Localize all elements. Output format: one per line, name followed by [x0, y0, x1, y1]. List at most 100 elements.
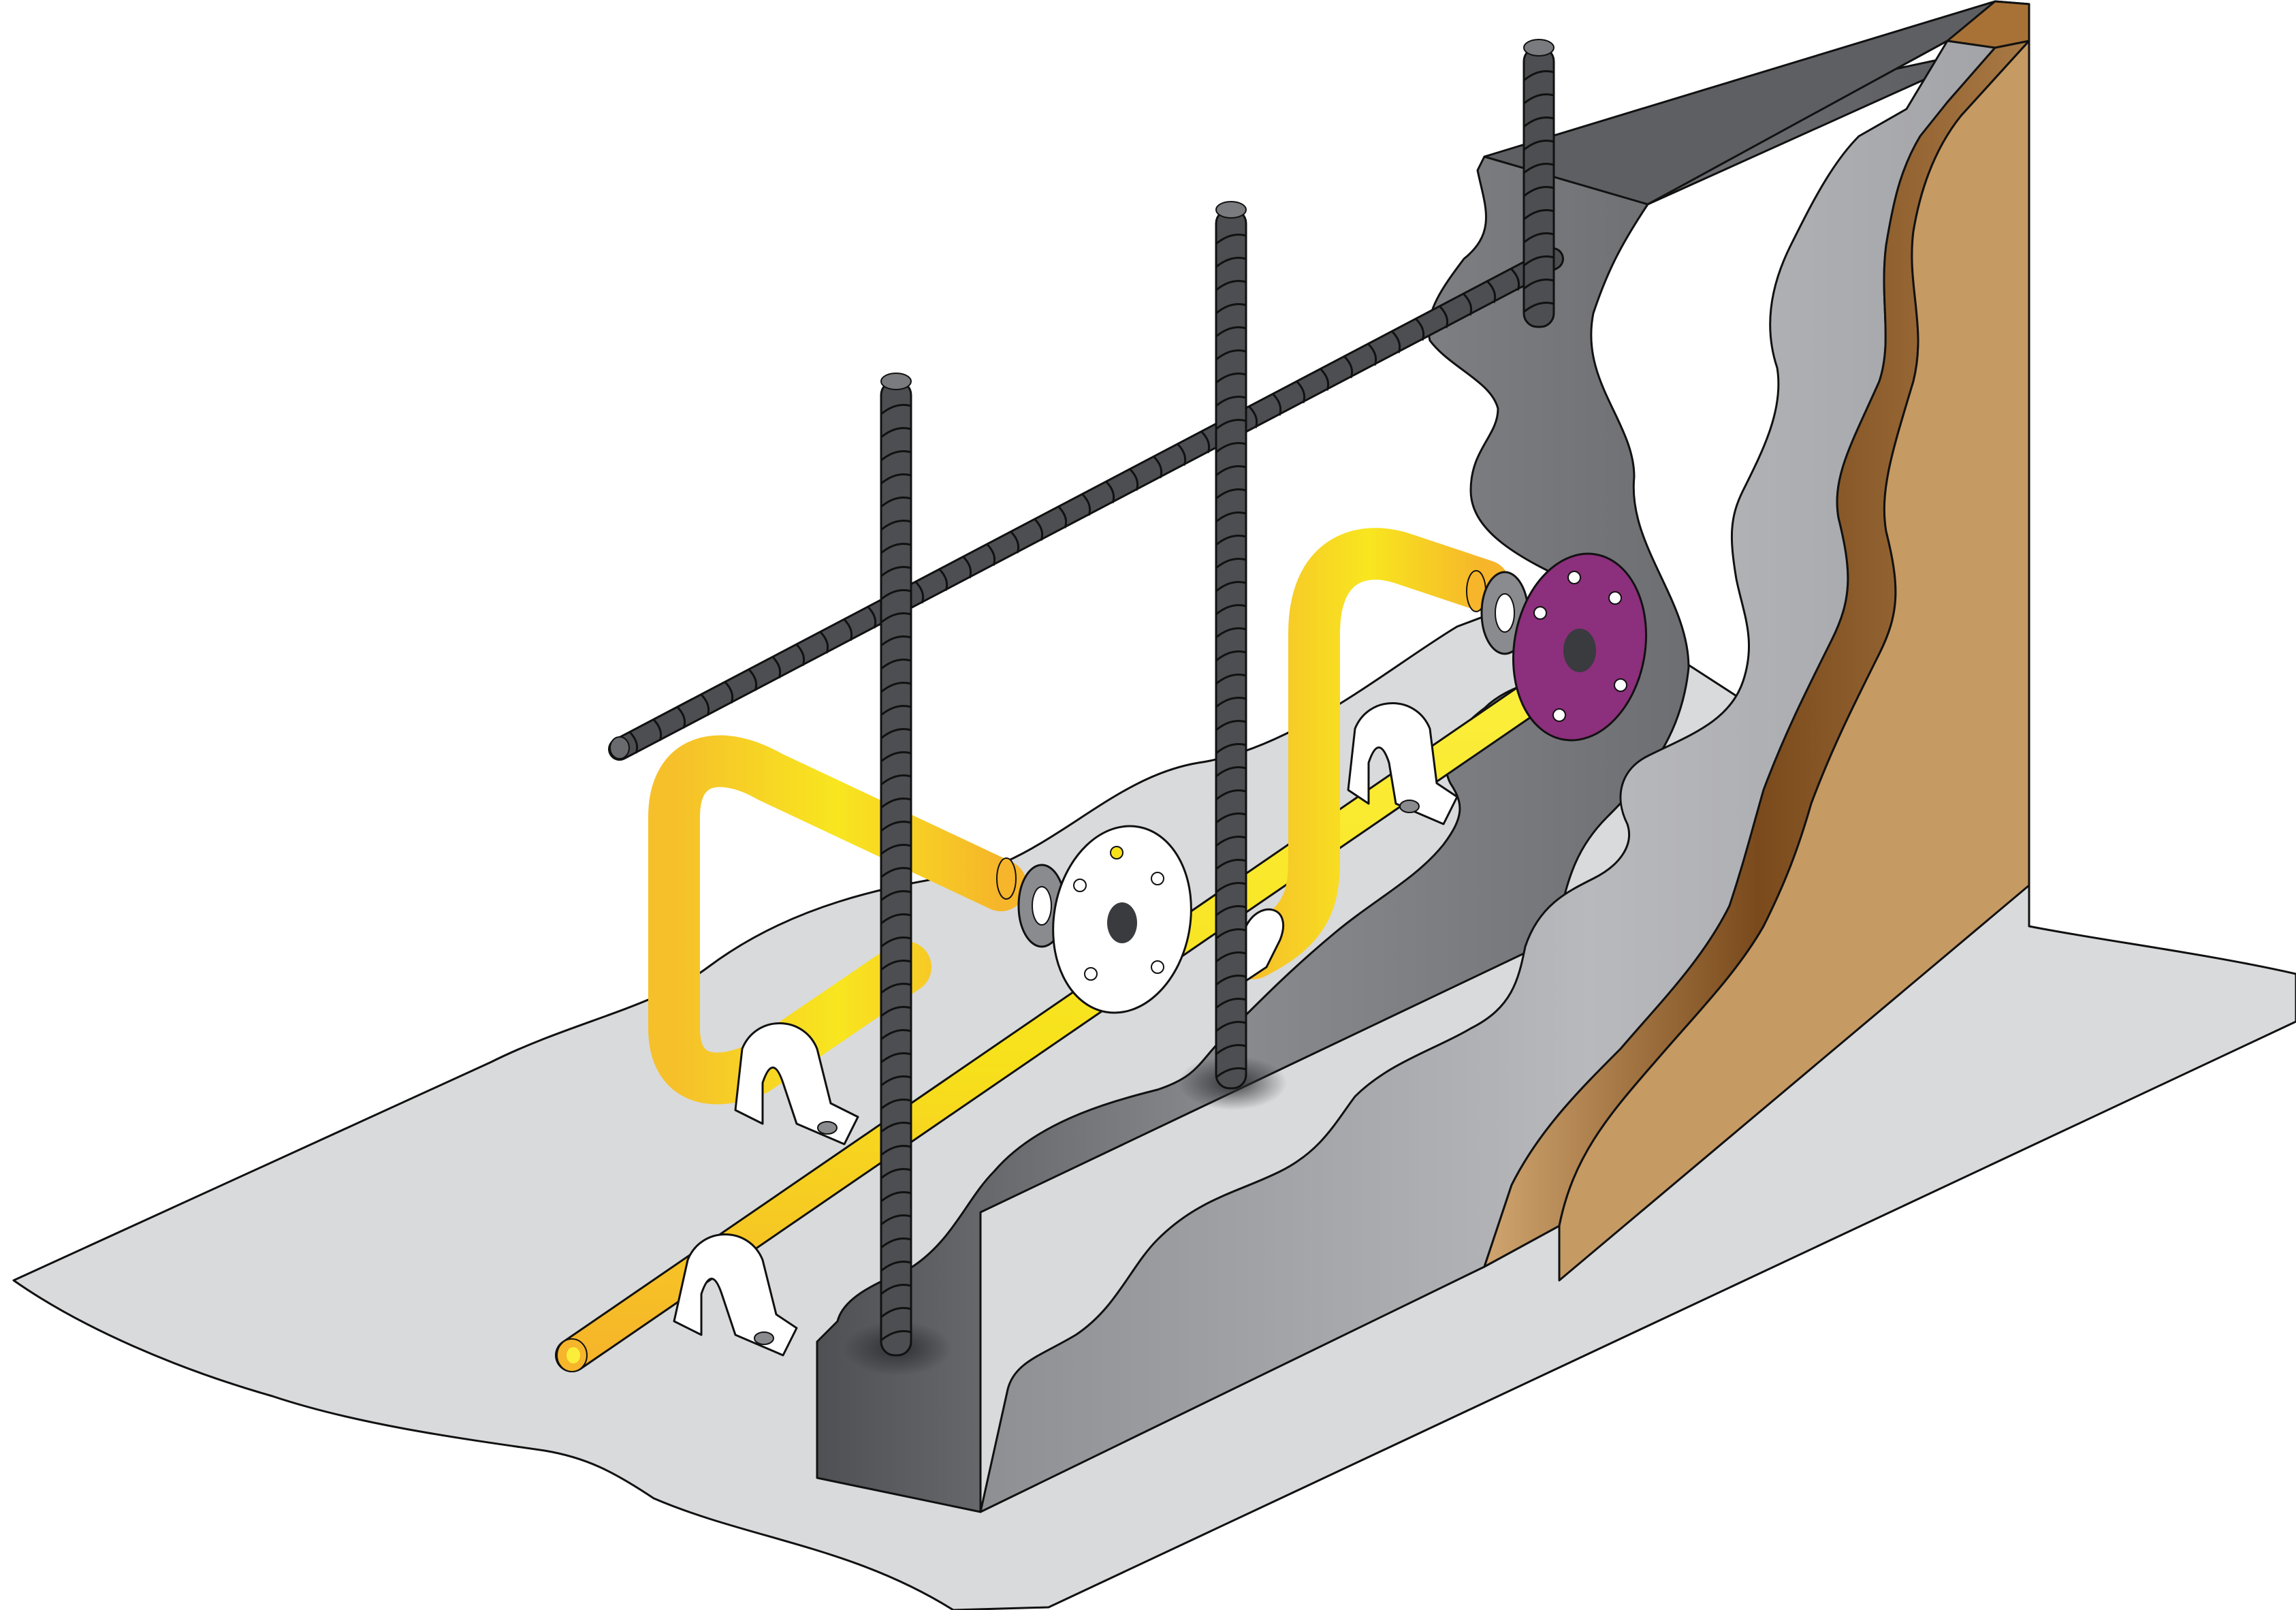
rebar-rib: [628, 730, 639, 754]
rebar-rib: [1523, 116, 1554, 128]
rebar-rib: [1215, 396, 1247, 407]
rebar-rib: [1215, 882, 1247, 894]
rebar-rib: [866, 605, 877, 629]
soil-top-edge: [1946, 0, 2030, 49]
rebar-rib: [1523, 163, 1554, 174]
rebar-rib: [1215, 743, 1247, 755]
rebar-rib: [1438, 305, 1449, 328]
rebar-rib: [1215, 558, 1247, 569]
rebar-rib: [1215, 697, 1247, 708]
rebar-rib: [1215, 650, 1247, 662]
rebar-rib: [880, 1145, 912, 1156]
rebar-rib: [1033, 518, 1044, 541]
rebar-rib: [1215, 674, 1247, 685]
rebar-rib: [880, 913, 912, 925]
rebar-rib: [1510, 268, 1520, 291]
rebar-rib: [1390, 330, 1401, 353]
rebar-rib: [880, 659, 912, 670]
rebar-rib: [880, 473, 912, 485]
vertical-rebar-right: [1522, 39, 1555, 328]
rebar-rib: [880, 1029, 912, 1041]
pipe-open-end: [996, 857, 1017, 900]
rebar-rib: [880, 520, 912, 531]
pipe-clamp: [673, 1233, 798, 1357]
rebar-rib: [1523, 255, 1554, 267]
rebar-rib: [1215, 349, 1247, 361]
rebar-rib: [1215, 419, 1247, 430]
rebar-rib: [880, 1122, 912, 1133]
rebar-rib: [747, 668, 758, 691]
rebar-rib: [880, 844, 912, 855]
rebar-rib: [1215, 373, 1247, 384]
rebar-rib: [1523, 186, 1554, 198]
rebar-rib: [880, 427, 912, 439]
rebar-rib: [880, 589, 912, 601]
pipe-clamp: [734, 1022, 859, 1146]
rebar-rib: [880, 960, 912, 971]
pipe-open-end-bore: [567, 1347, 580, 1363]
rebar-rib: [1215, 234, 1247, 245]
rebar-rib: [880, 1006, 912, 1017]
pipe-clamp: [1347, 702, 1458, 825]
rebar-rib: [1200, 430, 1211, 454]
rebar-rib: [880, 404, 912, 415]
rebar-rib: [1215, 604, 1247, 616]
rebar-rib: [961, 555, 972, 579]
rebar-rib: [880, 496, 912, 508]
rebar-rib: [1215, 257, 1247, 268]
rebar-rib: [880, 890, 912, 902]
rebar-rib: [1057, 505, 1068, 528]
rebar-rib: [1215, 905, 1247, 917]
rebar-rib: [880, 1191, 912, 1203]
rebar-rib: [1523, 209, 1554, 221]
rebar-rib: [880, 450, 912, 462]
yellow-pipe-loop-left: [648, 735, 1027, 1105]
rebar-rib: [880, 798, 912, 809]
rebar-rib: [1523, 302, 1554, 313]
rebar-rib: [771, 655, 782, 679]
rebar-rib: [880, 751, 912, 763]
rebar-rib: [1215, 951, 1247, 963]
rebar-rib: [1215, 627, 1247, 639]
rebar-rib: [1176, 443, 1187, 467]
rebar-rib: [880, 1099, 912, 1110]
rebar-rib: [1215, 1044, 1247, 1056]
rebar-rib: [1215, 766, 1247, 778]
pipe-clamp: [1245, 908, 1285, 982]
rebar-rib: [1215, 720, 1247, 731]
rebar-rib: [880, 1284, 912, 1295]
rebar-rib: [699, 693, 710, 716]
rebar-rib: [1215, 928, 1247, 940]
horizontal-rebar: [610, 249, 1562, 759]
rebar-rib: [1523, 140, 1554, 151]
rebar-rib: [880, 566, 912, 578]
rebar-rib: [1343, 355, 1354, 379]
rebar-rib: [880, 867, 912, 879]
rebar-rib: [1367, 343, 1377, 366]
rebar-rib: [1152, 455, 1163, 479]
vertical-rebar-middle: [1215, 201, 1247, 1090]
rebar-rib: [880, 821, 912, 832]
rebar-rib: [880, 1075, 912, 1087]
rebar-rib: [1081, 492, 1091, 516]
rebar-rib: [795, 643, 806, 666]
rebar-rib: [1215, 511, 1247, 523]
rebar-rib: [1215, 998, 1247, 1009]
rebar-rib: [1104, 480, 1115, 504]
rebar-rib: [1295, 380, 1306, 404]
rebar-rib: [1215, 280, 1247, 291]
rebar-rib: [1215, 1067, 1247, 1079]
rebar-rib: [1319, 368, 1330, 391]
insulating-flange-white: [1017, 825, 1192, 1014]
rebar-rib: [880, 1330, 912, 1342]
rebar-rib: [1271, 392, 1282, 416]
rebar-rib: [842, 618, 853, 642]
rebar-rib: [880, 1307, 912, 1319]
rebar-rib: [1215, 488, 1247, 500]
rebar-rib: [914, 580, 925, 604]
rebar-rib: [1523, 93, 1554, 105]
rebar-rib: [1414, 317, 1425, 341]
rebar-rib: [880, 705, 912, 716]
rebar-rib: [652, 718, 663, 742]
